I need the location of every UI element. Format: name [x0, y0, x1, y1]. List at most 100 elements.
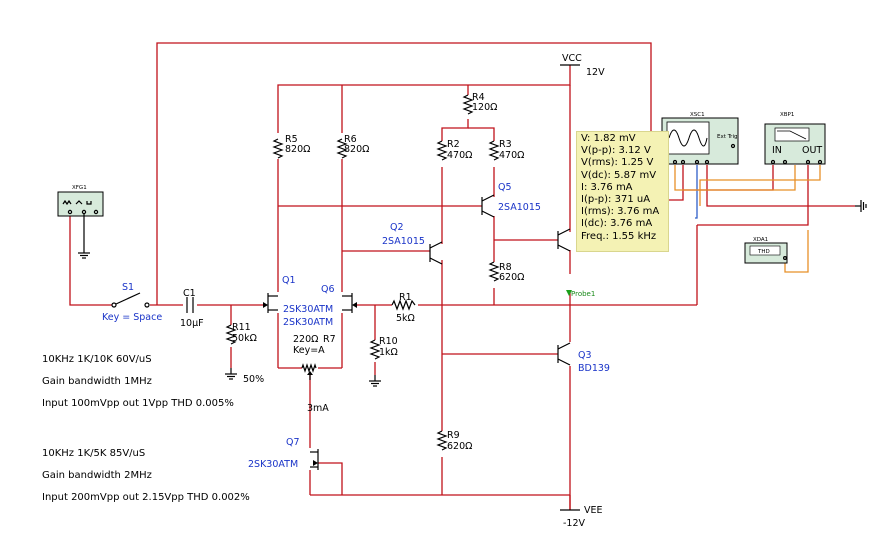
svg-text:R6: R6: [344, 134, 357, 145]
svg-text:R3: R3: [499, 139, 512, 150]
oscilloscope[interactable]: XSC1 Ext Trig: [661, 112, 739, 165]
xfg1-label: XFG1: [72, 185, 87, 191]
svg-text:Key=A: Key=A: [293, 345, 325, 356]
resistor-r2: R2 470Ω: [436, 139, 472, 161]
thd-wire: [784, 230, 809, 273]
notes-block-2: 10KHz 1K/5K 85V/uS Gain bandwidth 2MHz I…: [42, 448, 250, 503]
svg-text:620Ω: 620Ω: [447, 441, 472, 452]
svg-text:220Ω: 220Ω: [293, 334, 318, 345]
bjt-q3: Q3 BD139: [557, 342, 610, 374]
svg-text:1kΩ: 1kΩ: [379, 347, 398, 358]
bjt-q2: Q2 2SA1015: [382, 222, 443, 265]
probe-ipp: I(p-p): 371 uA: [581, 194, 651, 206]
svg-text:BD139: BD139: [578, 363, 610, 374]
svg-text:IN: IN: [772, 145, 782, 156]
s1-ref: S1: [122, 282, 134, 293]
note-1-line-1: 10KHz 1K/10K 60V/uS: [42, 354, 152, 365]
potentiometer-r7[interactable]: 220Ω R7 Key=A 50%: [243, 334, 336, 385]
bjt-q5: Q5 2SA1015: [481, 182, 541, 218]
c1-value: 10µF: [180, 318, 204, 329]
notes-block-1: 10KHz 1K/10K 60V/uS Gain bandwidth 1MHz …: [42, 354, 234, 409]
svg-text:XDA1: XDA1: [753, 237, 768, 243]
c1-ref: C1: [183, 288, 196, 299]
distortion-analyzer[interactable]: XDA1 THD: [744, 237, 788, 264]
bode-wire-out: [699, 165, 821, 206]
svg-text:R10: R10: [379, 336, 398, 347]
svg-text:Q2: Q2: [390, 222, 404, 233]
note-2-line-1: 10KHz 1K/5K 85V/uS: [42, 448, 145, 459]
svg-text:12V: 12V: [586, 67, 605, 78]
svg-text:OUT: OUT: [802, 145, 822, 156]
probe-freq: Freq.: 1.55 kHz: [581, 230, 657, 242]
bjt-q4: [557, 228, 571, 252]
resistor-r6: R6 820Ω: [336, 134, 369, 159]
bode-wire-in: [674, 165, 796, 191]
resistor-r5: R5 820Ω: [272, 134, 310, 159]
probe-idc: I(dc): 3.76 mA: [581, 218, 653, 230]
resistor-r8: R8 620Ω: [488, 261, 524, 283]
jfet-q7: Q7 2SK30ATM: [248, 437, 319, 470]
scope-wire-b: [695, 165, 698, 219]
probe-v: V: 1.82 mV: [581, 133, 636, 144]
circuit-wires: [69, 42, 855, 510]
svg-text:XSC1: XSC1: [690, 112, 705, 118]
svg-text:Q1: Q1: [282, 275, 296, 286]
ext-trig-label: Ext Trig: [717, 134, 737, 140]
svg-text:2SA1015: 2SA1015: [382, 236, 425, 247]
svg-text:2SA1015: 2SA1015: [498, 202, 541, 213]
probe-vdc: V(dc): 5.87 mV: [581, 169, 657, 181]
svg-text:R11: R11: [232, 322, 251, 333]
svg-text:R9: R9: [447, 430, 460, 441]
note-2-line-2: Gain bandwidth 2MHz: [42, 470, 152, 481]
svg-text:620Ω: 620Ω: [499, 272, 524, 283]
bode-plotter[interactable]: XBP1 IN OUT: [764, 112, 826, 165]
svg-text:R1: R1: [399, 292, 412, 303]
svg-text:R8: R8: [499, 262, 512, 273]
svg-text:2SK30ATM: 2SK30ATM: [283, 304, 333, 315]
svg-text:THD: THD: [757, 249, 770, 255]
probe-readout: V: 1.82 mV V(p-p): 3.12 V V(rms): 1.25 V…: [576, 131, 669, 252]
svg-text:Q6: Q6: [321, 284, 335, 295]
svg-text:2SK30ATM: 2SK30ATM: [248, 459, 298, 470]
svg-text:5kΩ: 5kΩ: [396, 313, 415, 324]
function-generator[interactable]: XFG1: [57, 185, 104, 259]
probe-marker[interactable]: Probe1: [566, 290, 595, 298]
jfet-q1: Q1 2SK30ATM: [263, 275, 333, 315]
svg-text:VCC: VCC: [562, 53, 582, 64]
svg-text:-12V: -12V: [563, 518, 586, 529]
svg-text:820Ω: 820Ω: [285, 144, 310, 155]
switch-s1[interactable]: S1 Key = Space: [102, 282, 162, 323]
vcc-supply: VCC 12V: [560, 53, 605, 78]
svg-text:Q7: Q7: [286, 437, 300, 448]
svg-text:R5: R5: [285, 134, 298, 145]
note-2-line-3: Input 200mVpp out 2.15Vpp THD 0.002%: [42, 492, 250, 503]
resistor-r9: R9 620Ω: [436, 430, 472, 452]
svg-text:50kΩ: 50kΩ: [232, 333, 257, 344]
svg-text:Probe1: Probe1: [571, 290, 595, 298]
svg-text:2SK30ATM: 2SK30ATM: [283, 317, 333, 328]
r7-setting: 50%: [243, 374, 264, 385]
resistor-r1: R1 5kΩ: [391, 292, 416, 324]
resistor-r4: R4 120Ω: [462, 92, 497, 115]
svg-text:VEE: VEE: [584, 505, 603, 516]
jfet-q6: Q6 2SK30ATM: [283, 284, 357, 328]
probe-irms: I(rms): 3.76 mA: [581, 206, 660, 218]
resistor-r11: R11 50kΩ: [224, 322, 257, 380]
note-1-line-2: Gain bandwidth 1MHz: [42, 376, 152, 387]
probe-vrms: V(rms): 1.25 V: [581, 157, 654, 169]
svg-text:XBP1: XBP1: [780, 112, 794, 118]
svg-text:120Ω: 120Ω: [472, 102, 497, 113]
capacitor-c1: C1 10µF: [180, 288, 204, 329]
svg-text:470Ω: 470Ω: [499, 150, 524, 161]
note-1-line-3: Input 100mVpp out 1Vpp THD 0.005%: [42, 398, 234, 409]
svg-text:R2: R2: [447, 139, 460, 150]
vee-supply: VEE -12V: [560, 505, 603, 529]
svg-text:470Ω: 470Ω: [447, 150, 472, 161]
resistor-r3: R3 470Ω: [488, 139, 524, 161]
svg-text:Q5: Q5: [498, 182, 512, 193]
probe-i: I: 3.76 mA: [581, 181, 633, 193]
svg-text:820Ω: 820Ω: [344, 144, 369, 155]
probe-vpp: V(p-p): 3.12 V: [581, 145, 651, 157]
s1-key: Key = Space: [102, 312, 162, 323]
